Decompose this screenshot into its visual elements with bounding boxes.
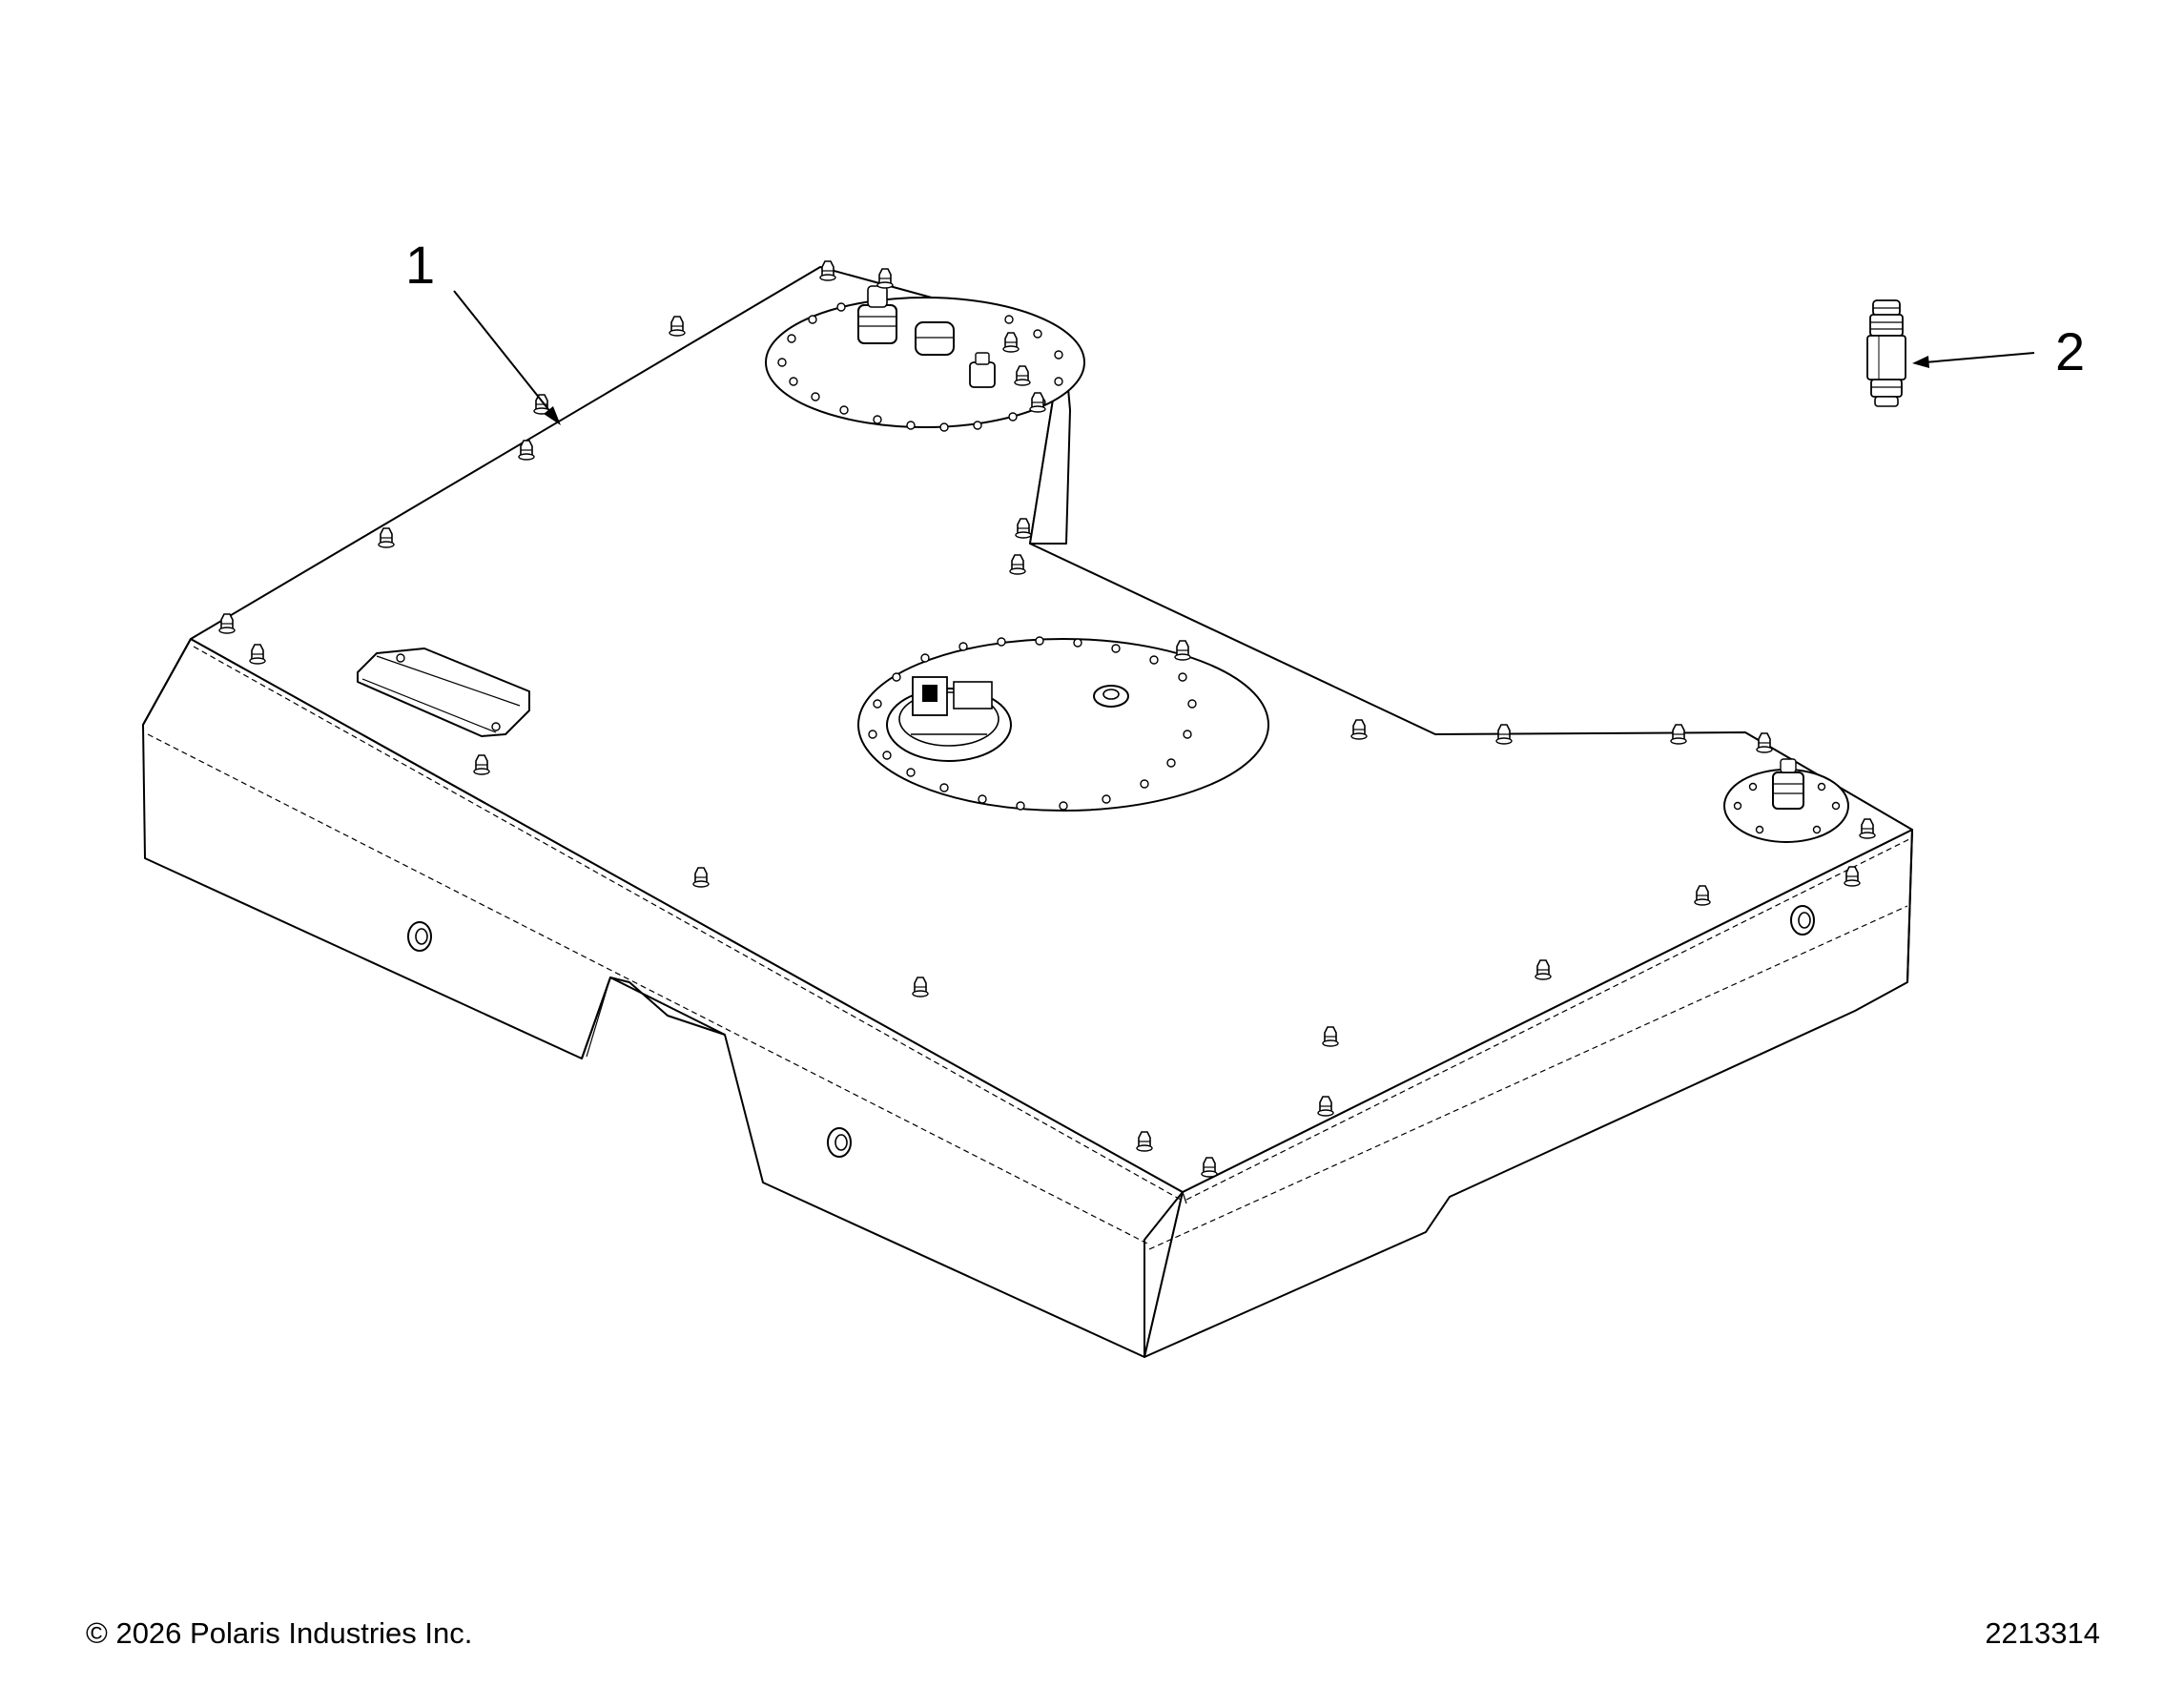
fitting-large <box>857 285 897 344</box>
fuel-filler-nut <box>1093 685 1129 708</box>
drawing-number: 2213314 <box>1985 1616 2100 1650</box>
fuel-tank <box>142 260 1913 1358</box>
callout-2-arrowhead <box>1912 356 1929 368</box>
copyright-notice: © 2026 Polaris Industries Inc. <box>86 1616 473 1650</box>
right-sender-plate <box>1723 758 1849 843</box>
mounting-bracket <box>357 648 530 737</box>
callout-1-leader <box>453 290 552 414</box>
callout-2[interactable]: 2 <box>1912 321 2085 381</box>
fuel-pump-module <box>886 676 1012 762</box>
callout-1-label: 1 <box>405 235 435 295</box>
fitting-medium <box>915 321 955 356</box>
callout-1[interactable]: 1 <box>405 235 561 425</box>
fitting-small <box>969 352 996 388</box>
fuel-line-fitting <box>1866 299 1906 407</box>
callout-2-label: 2 <box>2055 321 2085 381</box>
callout-1-arrowhead <box>544 406 561 425</box>
side-bushing-right <box>1790 905 1815 936</box>
side-bushing-center <box>827 1127 852 1158</box>
rear-sender-plate <box>765 285 1085 432</box>
fuel-pump-plate <box>857 636 1269 812</box>
side-bushing-left <box>407 921 432 952</box>
callout-2-leader <box>1924 352 2035 363</box>
